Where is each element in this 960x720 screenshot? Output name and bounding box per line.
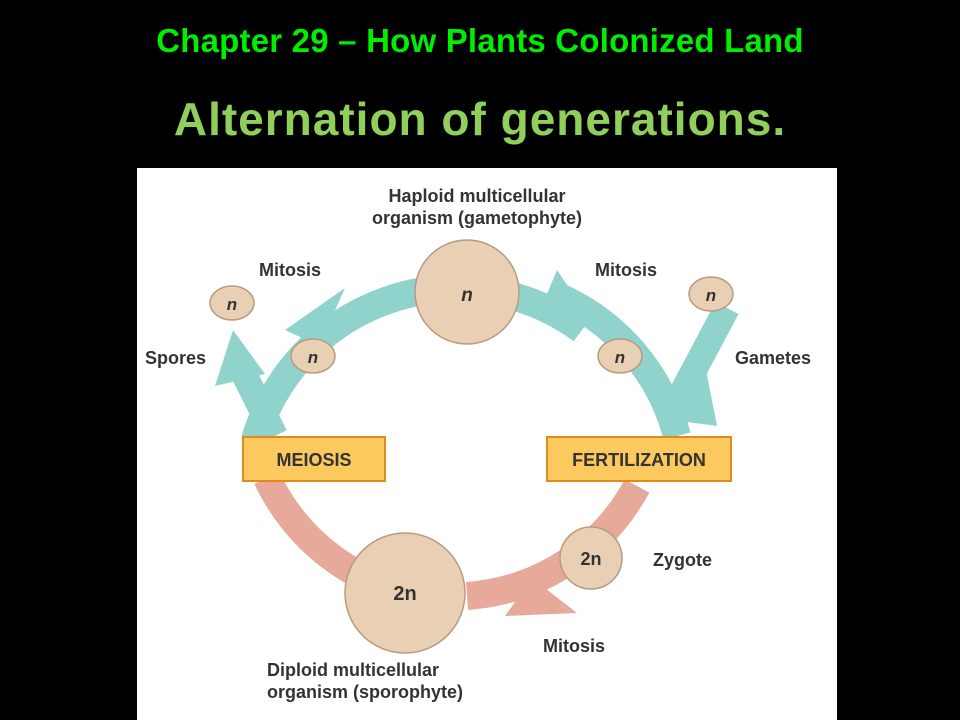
- haploid-cycle-arrows: [215, 270, 739, 444]
- haploid-arc-left: [241, 274, 591, 444]
- gametes-arrowhead: [657, 350, 717, 426]
- gametophyte-label-line1: Haploid multicellular: [388, 186, 565, 206]
- mitosis-left-cell: [290, 338, 336, 374]
- alternation-of-generations-diagram: n n n n n 2n 2n MEIOSIS FERTILIZATION Ha…: [145, 186, 811, 702]
- sporophyte-label-line2: organism (sporophyte): [267, 682, 463, 702]
- cells: n n n n n 2n 2n: [209, 239, 734, 654]
- spores-arrowhead: [215, 330, 265, 386]
- zygote-cell-label: 2n: [580, 549, 601, 569]
- spore-cell-label: n: [227, 295, 237, 314]
- gametophyte-label-line2: organism (gametophyte): [372, 208, 582, 228]
- labels: Haploid multicellular organism (gametoph…: [145, 186, 811, 702]
- life-cycle-figure: n n n n n 2n 2n MEIOSIS FERTILIZATION Ha…: [137, 168, 837, 720]
- spores-label: Spores: [145, 348, 206, 368]
- sporophyte-cell: [344, 532, 466, 654]
- mitosis-right-arrowhead: [537, 270, 591, 320]
- sporophyte-label-line1: Diploid multicellular: [267, 660, 439, 680]
- chapter-title: Chapter 29 – How Plants Colonized Land: [156, 22, 804, 59]
- spore-cell: [209, 285, 255, 321]
- fertilization-box-rect: [546, 436, 732, 482]
- mitosis-right-label: Mitosis: [595, 260, 657, 280]
- mitosis-bottom-arrowhead: [505, 578, 577, 616]
- meiosis-box-rect: [242, 436, 386, 482]
- gametophyte-ploidy: n: [461, 285, 473, 306]
- meiosis-box: MEIOSIS: [242, 436, 386, 482]
- sporophyte-ploidy: 2n: [393, 583, 416, 605]
- fertilization-label: FERTILIZATION: [572, 450, 706, 470]
- slide-title: Alternation of generations.: [173, 93, 787, 145]
- gametophyte-cell: [414, 239, 520, 345]
- mitosis-left-arrowhead: [285, 288, 345, 346]
- meiosis-label: MEIOSIS: [276, 450, 351, 470]
- spores-arrow-shaft: [229, 362, 287, 442]
- zygote-cell: [559, 526, 623, 590]
- gamete-cell-upper: [688, 276, 734, 312]
- mitosis-left-label: Mitosis: [259, 260, 321, 280]
- gamete-cell-upper-label: n: [706, 286, 716, 305]
- gametes-label: Gametes: [735, 348, 811, 368]
- mitosis-bottom-label: Mitosis: [543, 636, 605, 656]
- mitosis-left-cell-label: n: [308, 348, 318, 367]
- gamete-cell-lower-label: n: [615, 348, 625, 367]
- fertilization-box: FERTILIZATION: [546, 436, 732, 482]
- zygote-label: Zygote: [653, 550, 712, 570]
- gamete-cell-lower: [597, 338, 643, 374]
